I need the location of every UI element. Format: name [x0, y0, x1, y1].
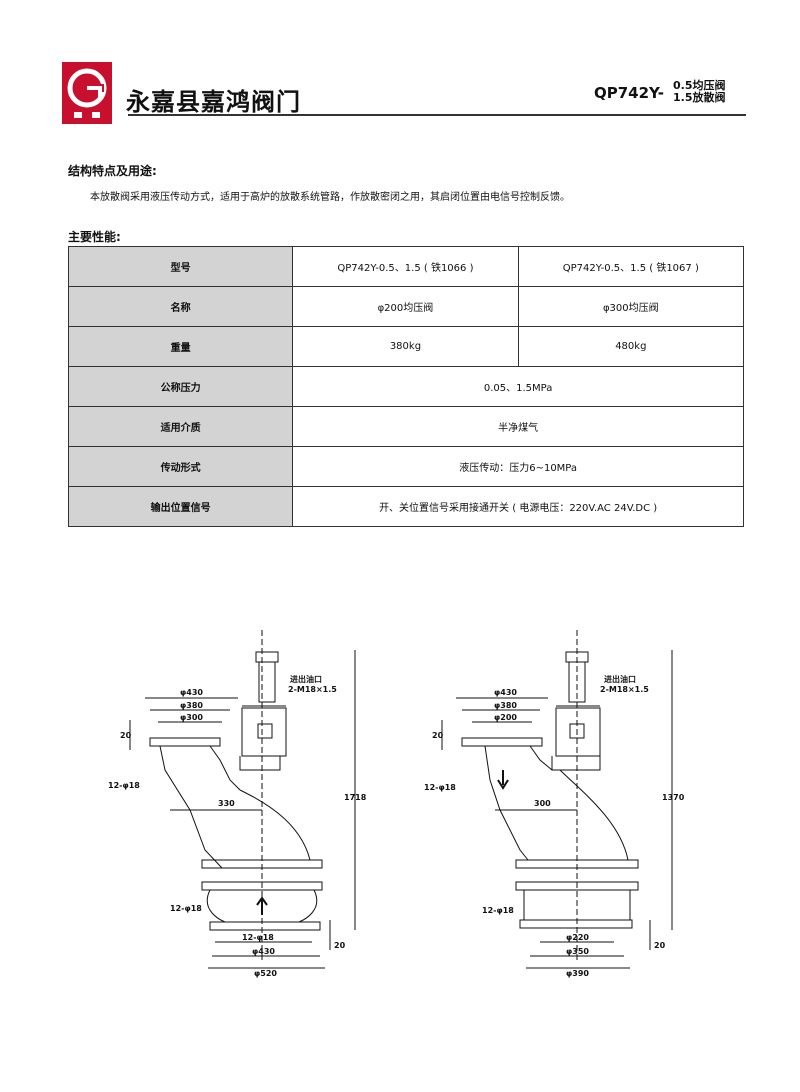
actuator-frame: [555, 707, 601, 757]
features-title: 结构特点及用途:: [68, 164, 157, 178]
dim-label: 1370: [662, 793, 685, 802]
row-label: 名称: [67, 286, 294, 327]
model-variant-bleeder: 1.5放散阀: [673, 91, 726, 104]
row-label: 重量: [67, 326, 294, 367]
row-value: φ200均压阀: [292, 286, 519, 327]
dim-label: φ430: [494, 688, 517, 697]
dim-label: 进出油口: [604, 674, 636, 684]
dim-label: 1718: [344, 793, 367, 802]
dim-label: 2-M18×1.5: [288, 685, 337, 694]
dim-label: 20: [334, 941, 346, 950]
row-label: 公称压力: [67, 366, 294, 407]
row-value: 半净煤气: [292, 406, 744, 447]
dim-label: φ430: [252, 947, 275, 956]
dim-label: 12-φ18: [424, 783, 456, 792]
page-header: 永嘉县嘉鸿阀门 QP742Y- 0.5均压阀 1.5放散阀: [0, 0, 800, 130]
dim-label: 20: [654, 941, 666, 950]
model-variants: 0.5均压阀 1.5放散阀: [673, 80, 726, 104]
dim-label: φ390: [566, 969, 589, 978]
outlet-flange: [519, 919, 633, 929]
row-value: 液压传动：压力6~10MPa: [292, 446, 744, 487]
dim-label: 20: [120, 731, 132, 740]
dim-label: φ380: [494, 701, 517, 710]
row-label: 适用介质: [67, 406, 294, 447]
dim-label: 12-φ18: [482, 906, 514, 915]
table-row: 适用介质 半净煤气: [67, 406, 744, 447]
dim-label: 进出油口: [290, 674, 322, 684]
actuator-cylinder: [258, 661, 276, 703]
row-label: 传动形式: [67, 446, 294, 487]
drawing-1-labels: φ430 φ380 φ300 20 12-φ18 330 1718 进出油口 2…: [108, 674, 367, 978]
table-row: 输出位置信号 开、关位置信号采用接通开关 ( 电源电压：220V.AC 24V.…: [67, 486, 744, 527]
dim-label: 12-φ18: [170, 904, 202, 913]
dim-label: 330: [218, 799, 235, 808]
row-label: 输出位置信号: [67, 486, 294, 527]
drawing-2-labels: φ430 φ380 φ200 20 12-φ18 300 1370 进出油口 2…: [424, 674, 685, 978]
table-row: 型号 QP742Y-0.5、1.5 ( 铁1066 ) QP742Y-0.5、1…: [67, 246, 745, 287]
table-row: 传动形式 液压传动：压力6~10MPa: [67, 446, 744, 487]
performance-table: 型号 QP742Y-0.5、1.5 ( 铁1066 ) QP742Y-0.5、1…: [67, 246, 745, 527]
dim-label: 12-φ18: [108, 781, 140, 790]
dim-label: 2-M18×1.5: [600, 685, 649, 694]
dim-label: φ350: [566, 947, 589, 956]
dim-label: φ520: [254, 969, 277, 978]
dim-label: φ380: [180, 701, 203, 710]
table-row: 重量 380kg 480kg: [67, 326, 745, 367]
inlet-flange: [461, 737, 543, 747]
row-value: 380kg: [292, 326, 519, 367]
drawing-2: [441, 630, 673, 969]
row-value: φ300均压阀: [517, 286, 745, 327]
dim-label: φ200: [494, 713, 517, 722]
dim-label: 20: [432, 731, 444, 740]
dim-label: φ300: [180, 713, 203, 722]
row-value: QP742Y-0.5、1.5 ( 铁1067 ): [517, 246, 745, 287]
performance-title: 主要性能:: [68, 230, 121, 244]
table-row: 名称 φ200均压阀 φ300均压阀: [67, 286, 745, 327]
header-rule: [128, 114, 746, 116]
row-value: QP742Y-0.5、1.5 ( 铁1066 ): [292, 246, 519, 287]
company-name: 永嘉县嘉鸿阀门: [126, 88, 301, 116]
row-value: 开、关位置信号采用接通开关 ( 电源电压：220V.AC 24V.DC ): [292, 486, 744, 527]
dim-label: 12-φ18: [242, 933, 274, 942]
row-label: 型号: [67, 246, 294, 287]
features-text: 本放散阀采用液压传动方式，适用于高炉的放散系统管路，作放散密闭之用，其启闭位置由…: [90, 192, 570, 203]
inlet-flange: [149, 737, 221, 747]
actuator-cap: [255, 651, 279, 663]
row-value: 480kg: [517, 326, 745, 367]
dim-label: φ430: [180, 688, 203, 697]
row-value: 0.05、1.5MPa: [292, 366, 744, 407]
dim-label: 300: [534, 799, 551, 808]
actuator-frame: [241, 707, 287, 757]
table-row: 公称压力 0.05、1.5MPa: [67, 366, 744, 407]
company-logo: [62, 62, 112, 124]
drawing-1: [129, 630, 356, 969]
outlet-flange: [209, 921, 321, 931]
model-number: QP742Y-: [594, 84, 664, 102]
model-variant-equalizing: 0.5均压阀: [673, 79, 726, 92]
limit-switch-box: [257, 723, 273, 739]
valve-drawings: φ430 φ380 φ300 20 12-φ18 330 1718 进出油口 2…: [108, 630, 685, 978]
dim-label: φ220: [566, 933, 589, 942]
